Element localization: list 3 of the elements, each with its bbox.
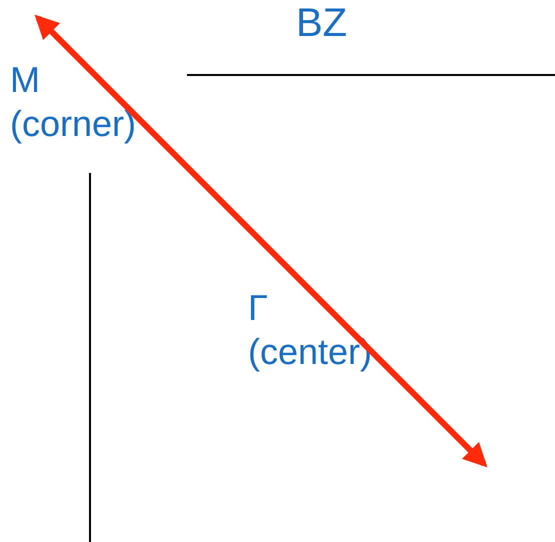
- title: BZ: [296, 0, 348, 46]
- point-label: M (corner): [10, 58, 138, 146]
- point-label: Γ (center): [248, 286, 374, 374]
